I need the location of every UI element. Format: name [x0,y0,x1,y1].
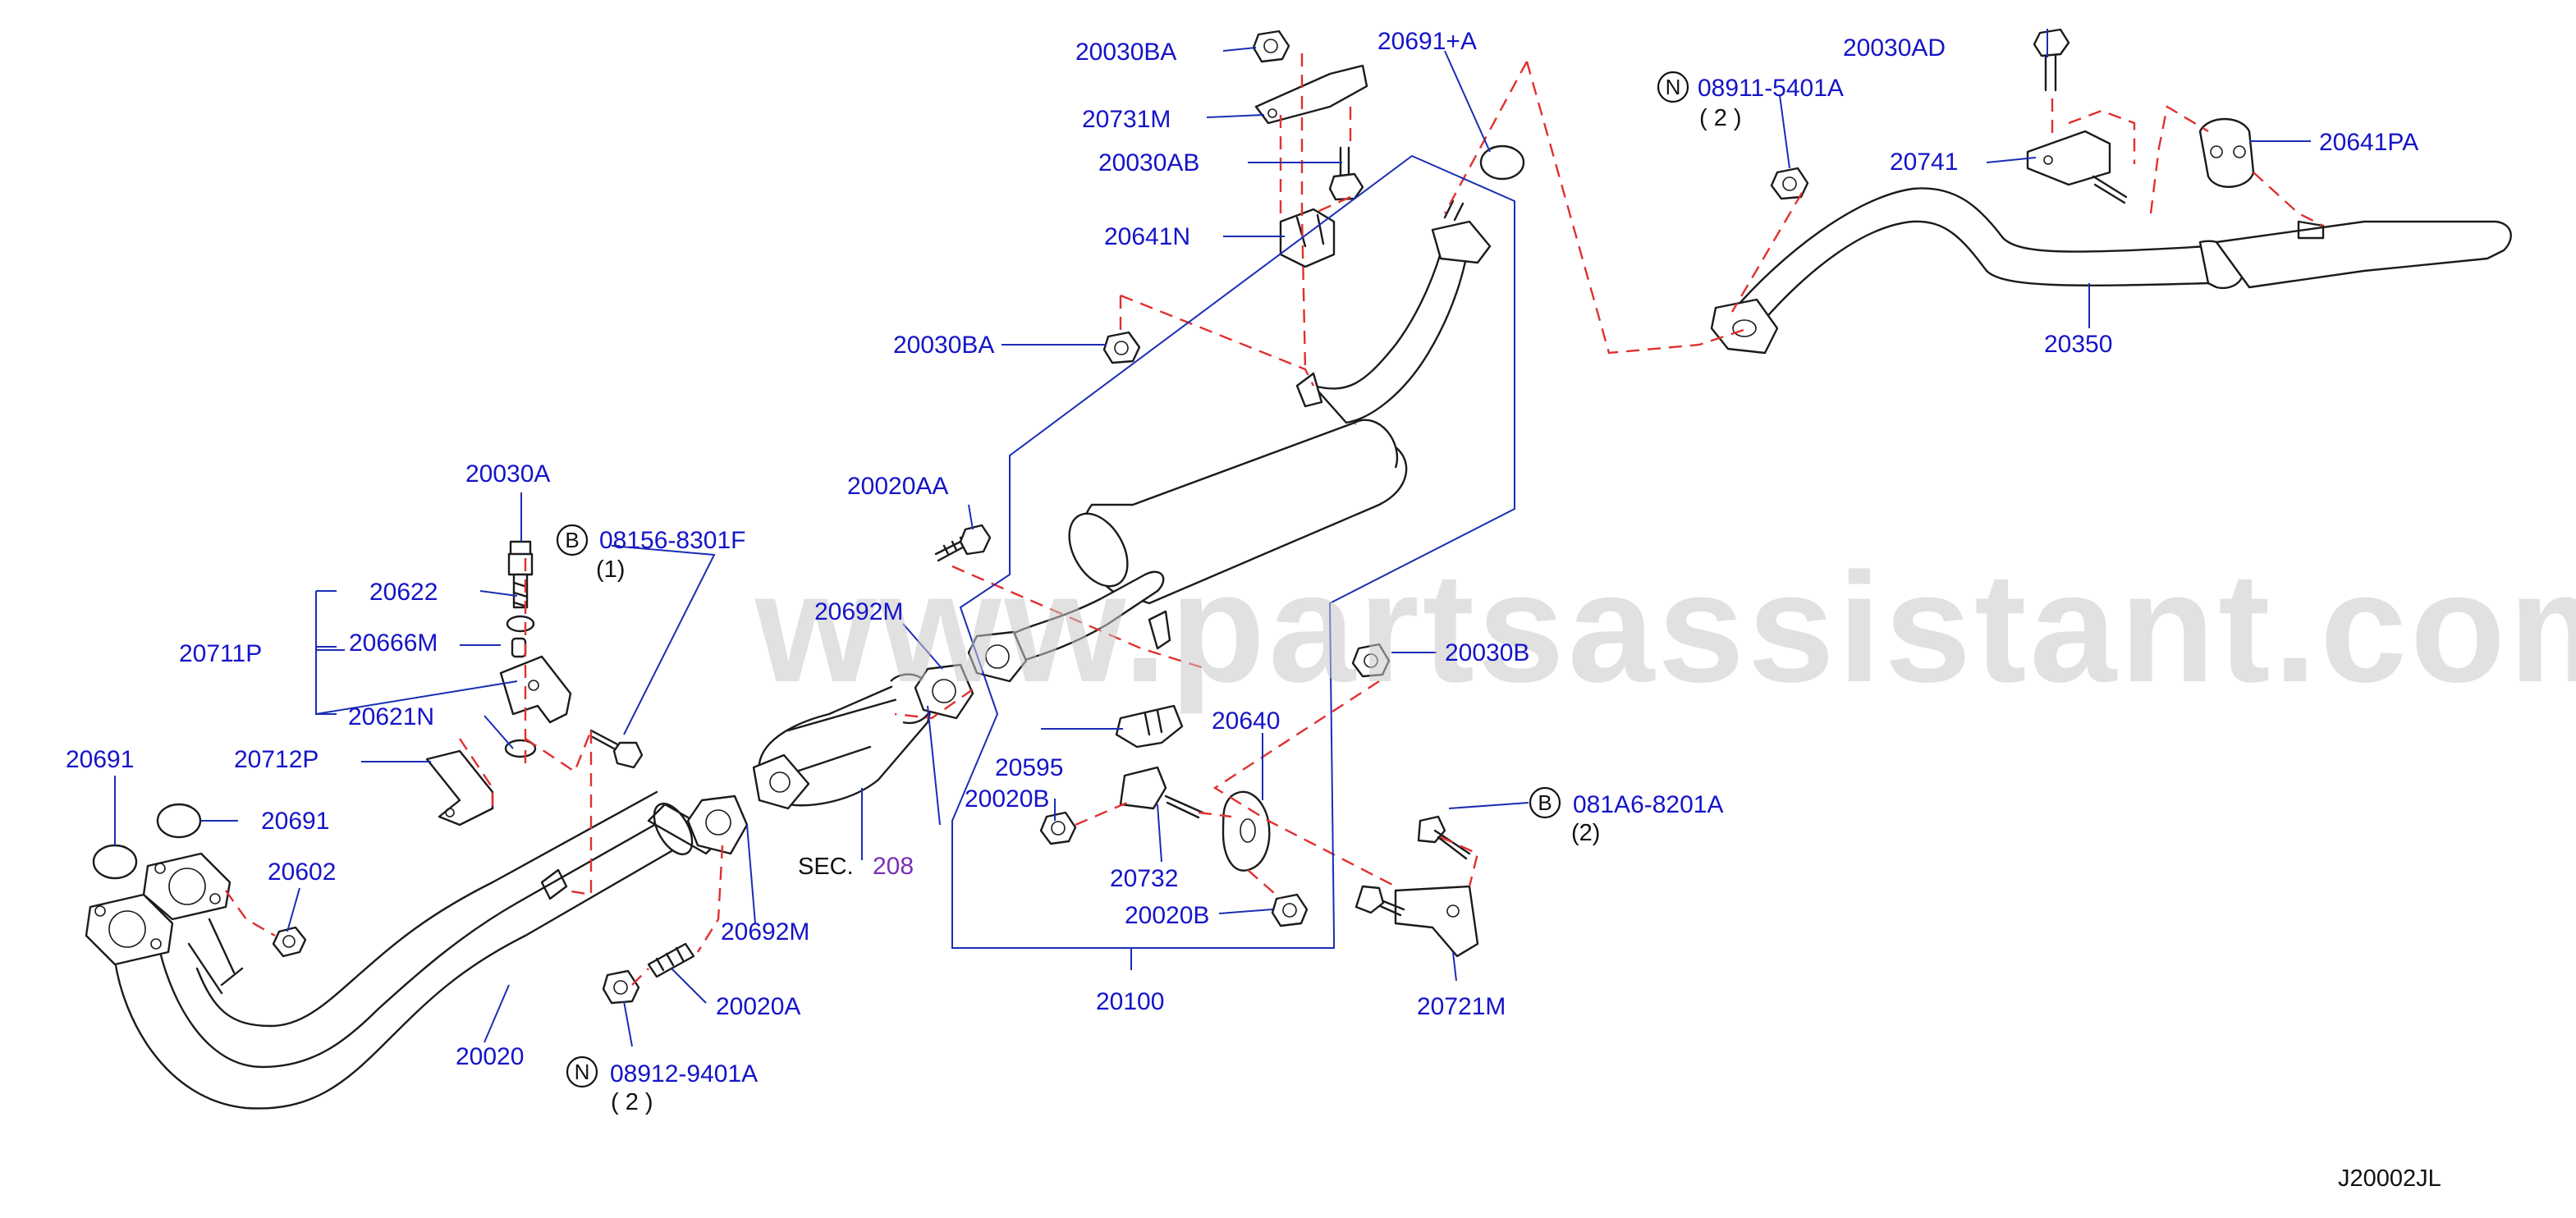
section-ref-number[interactable]: 208 [873,853,914,880]
label-20640[interactable]: 20640 [1212,707,1280,735]
label-20731M[interactable]: 20731M [1082,106,1171,133]
marker-b-081A6: B [1529,786,1561,819]
part-labels: 20030BA 20731M 20030AB 20641N 20030BA 20… [66,28,2441,1192]
label-20692M-bottom[interactable]: 20692M [721,918,809,946]
label-20621N[interactable]: 20621N [348,703,434,730]
insulator-20641N [1279,208,1336,268]
bracket-20741 [2026,130,2128,204]
heat-insulator-20595 [1115,704,1184,749]
bracket-20712P [425,749,494,826]
marker-b-08156: B [556,524,589,556]
label-20641N[interactable]: 20641N [1104,223,1190,250]
bolt-08156-8301F [589,729,644,769]
label-20020B-top[interactable]: 20020B [965,785,1049,813]
qty-081A6-8201A: (2) [1571,820,1600,846]
nut-08912-9401A [602,969,640,1005]
bracket-20721M [1354,885,1479,958]
label-20691A[interactable]: 20691+A [1377,28,1477,55]
section-ref-prefix: SEC. [798,854,854,880]
gasket-20692M-lower [686,794,749,855]
label-20666M[interactable]: 20666M [349,630,438,657]
stud-20020A [647,942,695,978]
gasket-20691-a [92,844,138,880]
nut-20030B [1351,643,1391,678]
gasket-20692M-upper [914,663,974,720]
bolt-20030AD [2033,28,2070,92]
nut-20030BA-top [1252,30,1290,63]
qty-08912-9401A: ( 2 ) [611,1089,653,1115]
marker-b-letter: B [565,528,579,552]
mount-bracket-20711P [499,540,572,758]
gasket-20691-b [156,803,202,839]
bracket-20731M [1254,64,1368,125]
tail-pipe-20350 [1710,187,2512,355]
watermark: www.partsassistant.com [754,541,2576,715]
label-20020[interactable]: 20020 [456,1043,524,1070]
label-20732[interactable]: 20732 [1110,865,1178,892]
label-08911-5401A[interactable]: 08911-5401A [1698,75,1844,102]
bolt-20020AA [934,524,992,562]
label-20030AD[interactable]: 20030AD [1843,34,1946,62]
front-tube-part [85,790,724,1110]
nut-20602 [272,926,307,958]
label-20030BA-mid[interactable]: 20030BA [893,332,994,359]
label-20595[interactable]: 20595 [995,754,1063,781]
label-20030BA-top[interactable]: 20030BA [1075,39,1176,66]
label-20641PA[interactable]: 20641PA [2319,129,2418,156]
label-20622[interactable]: 20622 [369,579,438,606]
label-20030A[interactable]: 20030A [465,460,550,488]
bolt-20030AB [1328,146,1364,201]
mounting-insulator-20640 [1222,790,1271,872]
qty-08156-8301F: (1) [596,556,625,583]
nut-20020B-top [1039,811,1077,845]
label-20020AA[interactable]: 20020AA [847,473,948,500]
bracket-20732 [1119,766,1204,819]
nut-08911-5401A [1770,167,1809,200]
qty-08911-5401A: ( 2 ) [1699,105,1742,131]
marker-b-letter: B [1538,790,1552,815]
label-20020A[interactable]: 20020A [716,993,800,1020]
label-20691-a[interactable]: 20691 [66,746,134,773]
parts-artwork [85,28,2512,1110]
marker-n-letter: N [575,1060,590,1084]
label-20020B-bottom[interactable]: 20020B [1125,902,1209,929]
label-20691-b[interactable]: 20691 [261,808,329,835]
label-081A6-8201A[interactable]: 081A6-8201A [1573,791,1724,818]
label-20721M[interactable]: 20721M [1417,993,1506,1020]
diagram-code: J20002JL [2338,1165,2441,1192]
label-20030AB[interactable]: 20030AB [1098,149,1199,176]
label-20712P[interactable]: 20712P [234,746,319,773]
nut-20020B-bottom [1271,893,1309,927]
marker-n-letter: N [1666,75,1681,99]
label-20711P[interactable]: 20711P [179,640,262,667]
label-20350[interactable]: 20350 [2044,331,2112,358]
label-20100[interactable]: 20100 [1096,988,1164,1015]
marker-n-08911: N [1657,71,1689,103]
label-20692M-top[interactable]: 20692M [814,598,903,625]
insulator-20641PA [2198,117,2255,188]
main-muffler [967,199,1492,683]
marker-n-08912: N [566,1055,598,1088]
gasket-20691A [1479,144,1525,181]
label-20030B[interactable]: 20030B [1445,639,1529,666]
label-08156-8301F[interactable]: 08156-8301F [599,527,745,554]
nut-20030BA-mid [1102,331,1141,364]
label-20602[interactable]: 20602 [268,859,336,886]
label-08912-9401A[interactable]: 08912-9401A [610,1060,758,1088]
assembly-dashed-lines [225,53,2324,986]
label-20741[interactable]: 20741 [1890,149,1958,176]
leader-lines [114,29,2311,1047]
